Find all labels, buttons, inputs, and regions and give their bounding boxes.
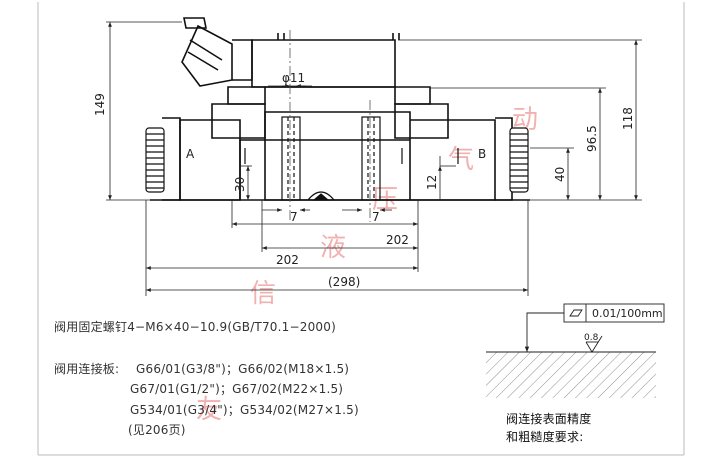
- roughness-symbol: [585, 335, 603, 353]
- bolt-note: 阀用固定螺钉4−M6×40−10.9(GB/T70.1−2000): [54, 320, 336, 334]
- plate-line-2: G67/01(G1/2")；G67/02(M22×1.5): [130, 382, 344, 396]
- port-b-label: B: [478, 147, 486, 161]
- surface-caption-2: 和粗糙度要求:: [506, 430, 584, 444]
- dim-30: 30: [233, 177, 247, 192]
- dimension-labels: 149 118 96.5 40 12 30 φ11 7 7 202 202 (2…: [93, 71, 635, 289]
- plate-line-4: (见206页): [128, 423, 186, 437]
- right-knurled-knob: [509, 127, 529, 193]
- sheet-frame: [37, 2, 685, 456]
- dim-7-right: 7: [372, 210, 380, 224]
- dim-phi-11: φ11: [282, 71, 305, 85]
- port-details: [244, 116, 459, 201]
- dim-202-left: 202: [276, 253, 299, 267]
- flatness-value: 0.01/100mm: [592, 307, 663, 320]
- plate-title: 阀用连接板:: [54, 362, 120, 376]
- dim-7-left: 7: [290, 210, 298, 224]
- plate-line-3: G534/01(G3/4")；G534/02(M27×1.5): [130, 403, 359, 417]
- dimension-lines: [106, 21, 642, 296]
- watermark-char: 友: [196, 395, 222, 425]
- watermark-char: 气: [448, 145, 474, 175]
- dim-202-right: 202: [386, 233, 409, 247]
- left-knurled-knob: [145, 127, 165, 193]
- dim-40: 40: [553, 167, 567, 182]
- center-lines: [289, 30, 371, 222]
- hatched-surface: [486, 352, 656, 398]
- port-a-label: A: [186, 147, 195, 161]
- roughness-value: 0.8: [584, 333, 599, 343]
- dim-118: 118: [621, 107, 635, 130]
- dim-12: 12: [425, 175, 439, 190]
- plate-line-1: G66/01(G3/8")；G66/02(M18×1.5): [136, 362, 350, 376]
- surface-caption-1: 阀连接表面精度: [506, 412, 592, 426]
- dim-96-5: 96.5: [585, 125, 599, 152]
- dim-298: (298): [328, 275, 360, 289]
- watermark-char: 信: [250, 279, 276, 309]
- surface-spec: 0.01/100mm 0.8: [486, 303, 665, 398]
- dim-149: 149: [93, 93, 107, 116]
